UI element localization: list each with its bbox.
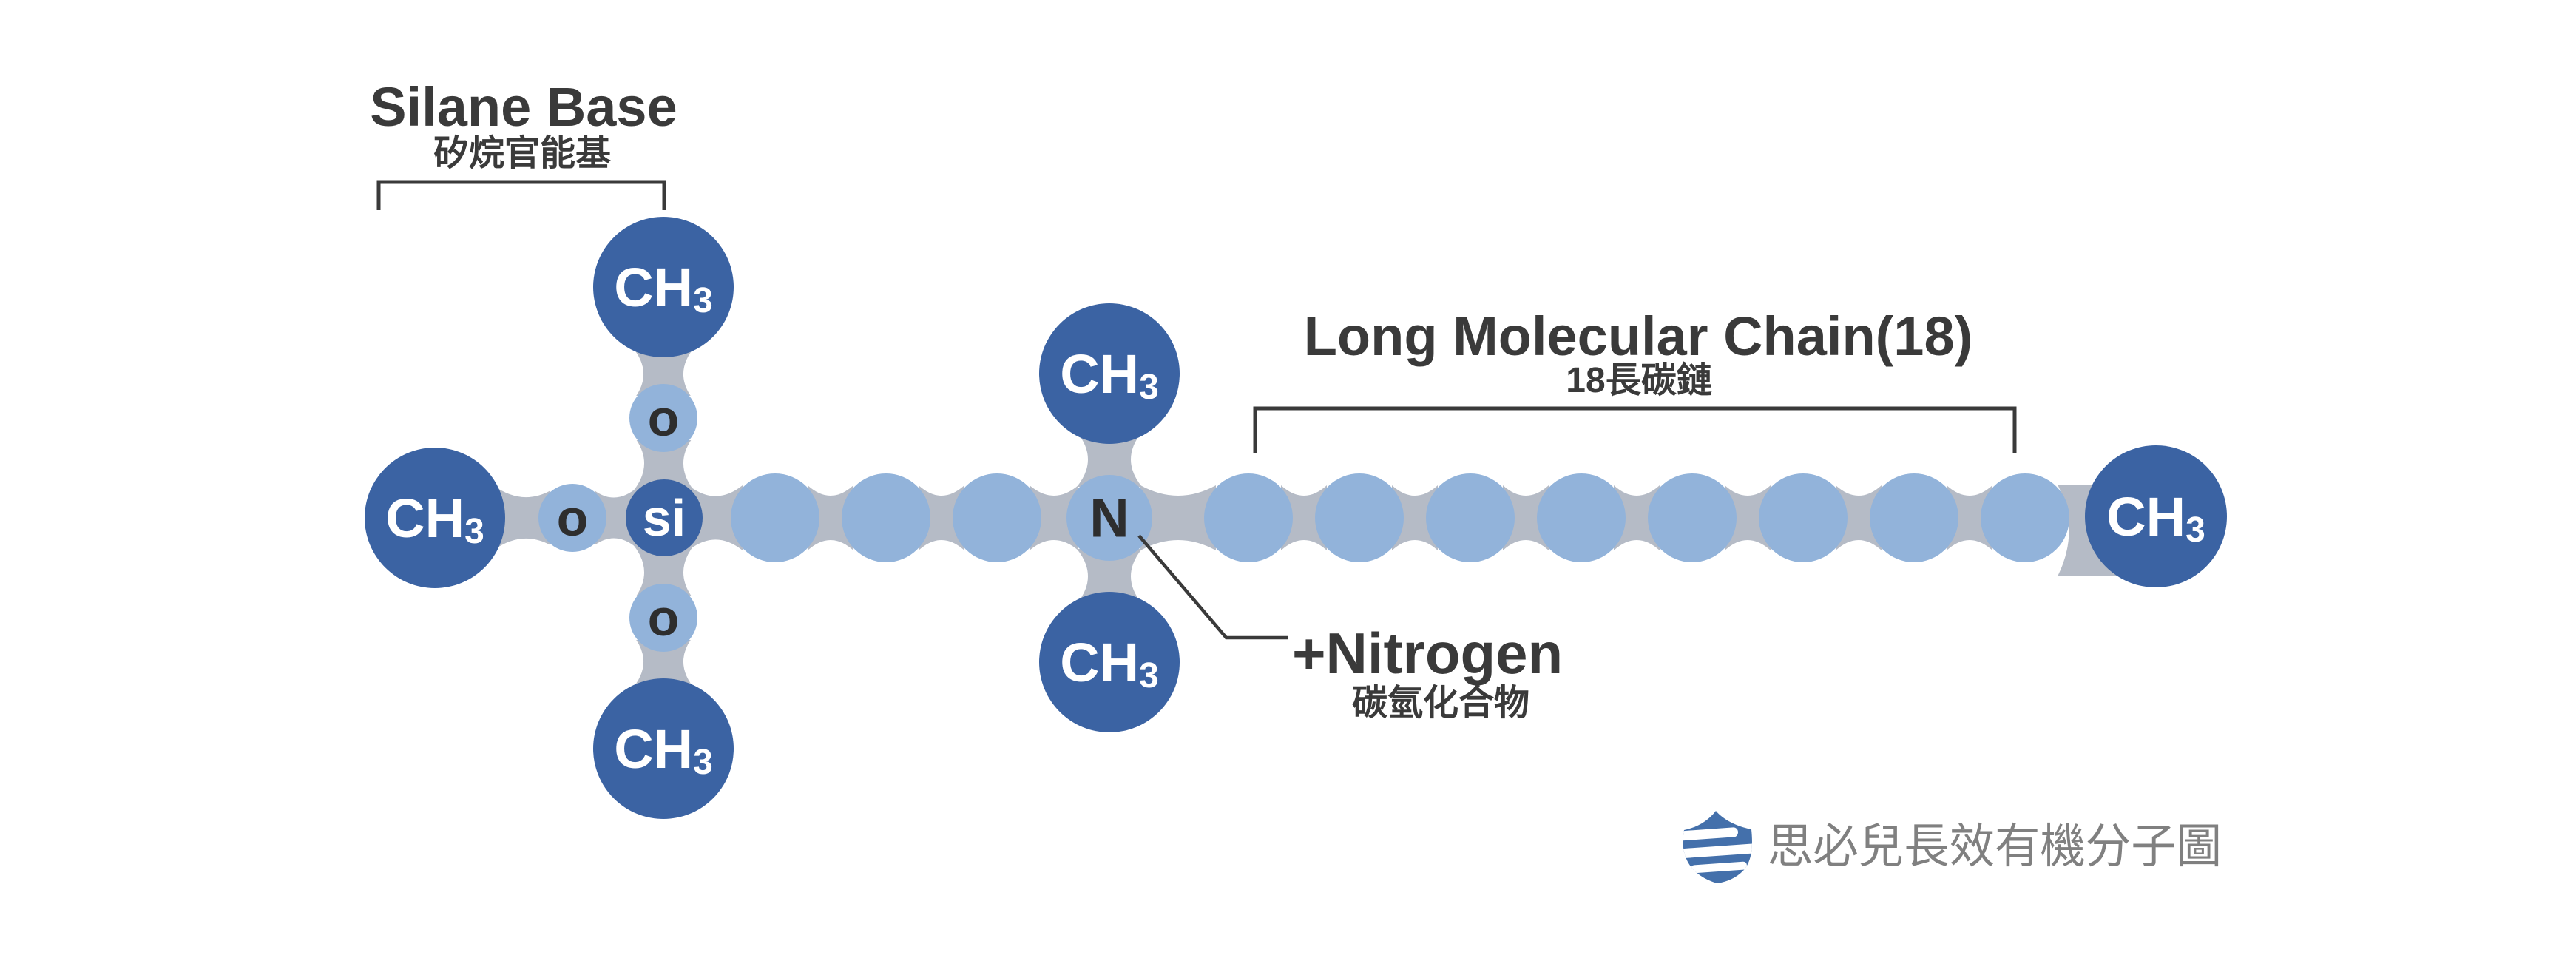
atom-si: si: [626, 479, 703, 556]
nitrogen-annotation: +Nitrogen 碳氫化合物: [1137, 534, 1563, 723]
atom-ch3-n-top: CH3: [1039, 303, 1180, 444]
atom-circle-ch3-n-bottom: [1039, 592, 1180, 732]
atom-circle-o-bottom: [629, 584, 697, 652]
atom-label-o-bottom: o: [648, 589, 680, 647]
bond-o-bottom-ch3-bottom: [631, 640, 696, 690]
atom-circle-n: [1066, 475, 1152, 561]
silane-base-annotation: Silane Base 矽烷官能基: [370, 76, 677, 210]
atom-label-si: si: [643, 489, 686, 547]
atom-c1: [731, 473, 819, 562]
atom-label-ch3-right: CH3: [2106, 486, 2205, 550]
atom-circle-r4: [1537, 473, 1626, 562]
logo: 思必兒長效有機分子圖: [1683, 811, 2222, 883]
bond-n-r1: [1140, 485, 1216, 550]
atom-ch3-right: CH3: [2085, 445, 2227, 587]
atom-circle-r6: [1759, 473, 1848, 562]
atom-r7: [1870, 473, 1958, 562]
atom-n: N: [1066, 475, 1152, 561]
nitrogen-leader-line: [1137, 534, 1288, 640]
atom-r4: [1537, 473, 1626, 562]
atom-label-o-top: o: [648, 389, 680, 447]
atom-circle-o-top: [629, 384, 697, 452]
atom-circle-r3: [1426, 473, 1515, 562]
atom-circle-r2: [1315, 473, 1404, 562]
nitrogen-subtitle: 碳氫化合物: [1352, 684, 1529, 723]
long-chain-annotation: Long Molecular Chain(18) 18長碳鏈: [1253, 306, 2017, 453]
atom-r8: [1981, 473, 2069, 562]
bond-n-ch3-n-bottom: [1077, 549, 1142, 604]
atom-circle-r1: [1204, 473, 1293, 562]
bond-o-top-si: [632, 440, 695, 491]
silane-base-bracket: [376, 180, 666, 210]
logo-shield-icon: [1683, 811, 1752, 883]
silane-base-title: Silane Base: [370, 76, 677, 138]
atom-circle-r5: [1648, 473, 1737, 562]
atom-label-ch3-n-top: CH3: [1060, 343, 1159, 407]
atom-circle-c1: [731, 473, 819, 562]
bond-ch3-n-top-n: [1077, 432, 1142, 487]
nitrogen-title: +Nitrogen: [1292, 621, 1563, 686]
bond-r4-r5: [1614, 485, 1660, 550]
atom-label-ch3-n-bottom: CH3: [1060, 632, 1159, 695]
bond-r2-r3: [1392, 485, 1438, 550]
atom-r3: [1426, 473, 1515, 562]
atom-circle-ch3-right: [2085, 445, 2227, 587]
bond-si-o-bottom: [632, 544, 695, 596]
bond-r7-r8: [1947, 485, 1992, 550]
atom-label-ch3-left: CH3: [385, 488, 484, 551]
bond-ch3-left-o-left: [493, 485, 550, 550]
atom-circle-r8: [1981, 473, 2069, 562]
atom-circle-c3: [953, 473, 1041, 562]
logo-text: 思必兒長效有機分子圖: [1768, 820, 2222, 873]
atom-circle-ch3-left: [365, 448, 505, 588]
silane-base-subtitle: 矽烷官能基: [433, 134, 611, 173]
atom-ch3-bottom: CH3: [593, 678, 734, 819]
long-chain-subtitle: 18長碳鏈: [1566, 361, 1711, 400]
atom-r1: [1204, 473, 1293, 562]
atom-r2: [1315, 473, 1404, 562]
atom-circle-r7: [1870, 473, 1958, 562]
atom-o-left: o: [538, 484, 606, 552]
bond-o-left-si: [595, 487, 638, 549]
atom-circle-ch3-top: [593, 217, 734, 357]
atom-c2: [842, 473, 930, 562]
atom-label-ch3-bottom: CH3: [614, 718, 713, 782]
atom-label-ch3-top: CH3: [614, 257, 713, 320]
atom-c3: [953, 473, 1041, 562]
bond-si-c1: [691, 485, 743, 550]
atom-o-bottom: o: [629, 584, 697, 652]
bond-ch3-top-o-top: [631, 345, 696, 396]
atom-ch3-left: CH3: [365, 448, 505, 588]
bond-c3-n: [1030, 485, 1078, 550]
atom-circle-ch3-n-top: [1039, 303, 1180, 444]
bond-r5-r6: [1725, 485, 1771, 550]
bond-c2-c3: [919, 485, 964, 550]
bond-r1-r2: [1281, 485, 1327, 550]
long-chain-title: Long Molecular Chain(18): [1304, 306, 1973, 367]
atom-label-o-left: o: [557, 489, 589, 547]
atom-r5: [1648, 473, 1737, 562]
atom-circle-c2: [842, 473, 930, 562]
long-chain-bracket: [1253, 406, 2017, 453]
atom-circle-o-left: [538, 484, 606, 552]
atom-o-top: o: [629, 384, 697, 452]
bond-r6-r7: [1836, 485, 1882, 550]
atom-circle-ch3-bottom: [593, 678, 734, 819]
bond-r3-r4: [1503, 485, 1549, 550]
atom-label-n: N: [1089, 488, 1129, 549]
atom-ch3-top: CH3: [593, 217, 734, 357]
atom-circle-si: [626, 479, 703, 556]
atom-ch3-n-bottom: CH3: [1039, 592, 1180, 732]
atom-r6: [1759, 473, 1848, 562]
bond-c1-c2: [808, 485, 853, 550]
